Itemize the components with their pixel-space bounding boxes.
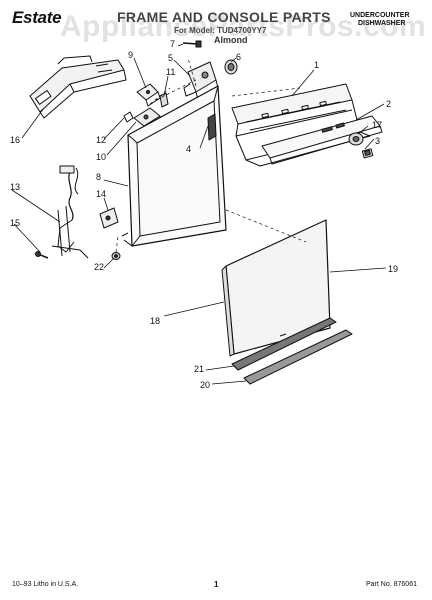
part-2-control-panel bbox=[261, 115, 383, 165]
footer-page-number: 1 bbox=[214, 580, 219, 589]
callout-2: 2 bbox=[386, 99, 391, 109]
callout-18: 18 bbox=[150, 316, 160, 326]
part-6-knob bbox=[224, 59, 238, 75]
part-14-switch bbox=[99, 207, 119, 229]
part-15-screw bbox=[35, 251, 49, 259]
part-9-hinge bbox=[136, 83, 161, 107]
part-17-knob bbox=[348, 132, 364, 146]
callout-15: 15 bbox=[10, 218, 20, 228]
callout-12: 12 bbox=[96, 135, 106, 145]
callout-5: 5 bbox=[168, 53, 173, 63]
callout-17: 17 bbox=[372, 120, 382, 130]
callout-19: 19 bbox=[388, 264, 398, 274]
part-8-door-frame bbox=[121, 85, 227, 247]
callout-11: 11 bbox=[166, 67, 175, 77]
part-22-nut bbox=[111, 252, 121, 260]
callout-21: 21 bbox=[194, 364, 204, 374]
part-20-trim-strip bbox=[243, 329, 353, 385]
callout-6: 6 bbox=[236, 52, 241, 62]
callout-14: 14 bbox=[96, 189, 106, 199]
part-19-door-panel bbox=[221, 219, 331, 357]
color-label: Almond bbox=[214, 35, 248, 45]
part-12-clip bbox=[123, 111, 134, 123]
appliance-type-line1: UNDERCOUNTER bbox=[350, 12, 410, 19]
callout-16: 16 bbox=[10, 135, 20, 145]
callout-3: 3 bbox=[375, 136, 380, 146]
footer-litho: 10–93 Litho in U.S.A. bbox=[12, 581, 79, 588]
part-16-bracket bbox=[29, 55, 127, 119]
callout-13: 13 bbox=[10, 182, 20, 192]
watermark: AppliancePartsPros.com bbox=[60, 10, 427, 43]
callout-8: 8 bbox=[96, 172, 101, 182]
callout-20: 20 bbox=[200, 380, 210, 390]
part-21-trim-strip bbox=[231, 317, 337, 371]
appliance-type-line2: DISHWASHER bbox=[358, 20, 406, 27]
callout-7: 7 bbox=[170, 39, 175, 49]
part-13-wire-harness bbox=[51, 165, 89, 259]
callout-9: 9 bbox=[128, 50, 133, 60]
callout-10: 10 bbox=[96, 152, 106, 162]
brand-logo: Estate bbox=[12, 8, 62, 27]
footer-part-number: Part No. 876061 bbox=[366, 581, 417, 588]
callout-4: 4 bbox=[186, 144, 191, 154]
callout-1: 1 bbox=[314, 60, 319, 70]
model-line: For Model: TUD4700YY7 bbox=[174, 26, 267, 35]
page-title: FRAME AND CONSOLE PARTS bbox=[117, 9, 331, 25]
callout-22: 22 bbox=[94, 262, 104, 272]
part-3-button bbox=[361, 148, 374, 159]
part-7-screw bbox=[182, 40, 202, 48]
